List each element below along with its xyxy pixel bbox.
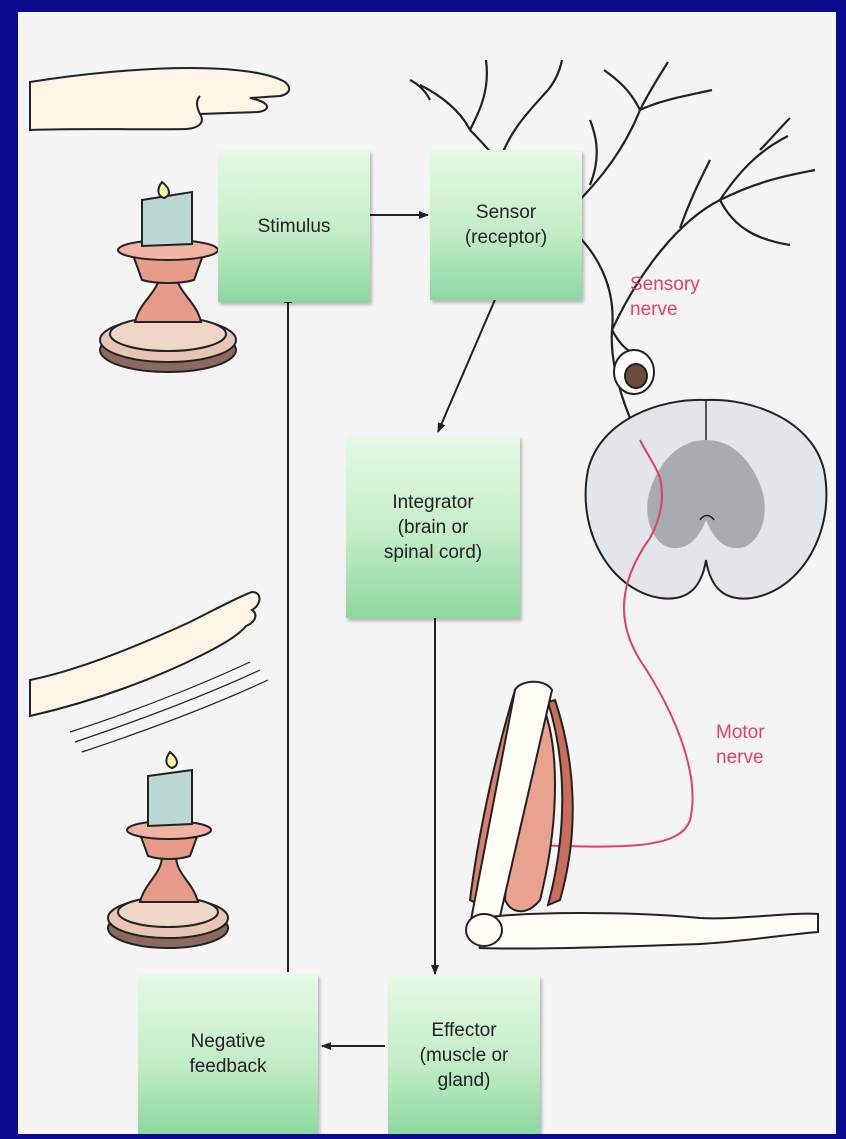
hand-bottom-illustration: [30, 592, 268, 752]
hand-top-illustration: [30, 68, 289, 130]
dorsal-root-ganglion: [614, 350, 654, 394]
diagram-panel: Stimulus Sensor (receptor) Integrator (b…: [18, 12, 836, 1134]
arrow-sensor-to-integrator: [438, 288, 500, 432]
motor-nerve-label: Motor nerve: [716, 720, 765, 770]
sensor-box: Sensor (receptor): [430, 150, 582, 300]
effector-box: Effector (muscle or gland): [388, 976, 540, 1134]
negative-feedback-box: Negative feedback: [138, 974, 318, 1134]
arm-muscle-illustration: [466, 682, 818, 949]
candle-top-illustration: [100, 182, 236, 372]
sensory-nerve-label: Sensory nerve: [630, 272, 700, 322]
candle-bottom-illustration: [108, 752, 228, 948]
spinal-cord-illustration: [586, 400, 827, 599]
stimulus-box: Stimulus: [218, 150, 370, 302]
integrator-box: Integrator (brain or spinal cord): [346, 436, 520, 618]
